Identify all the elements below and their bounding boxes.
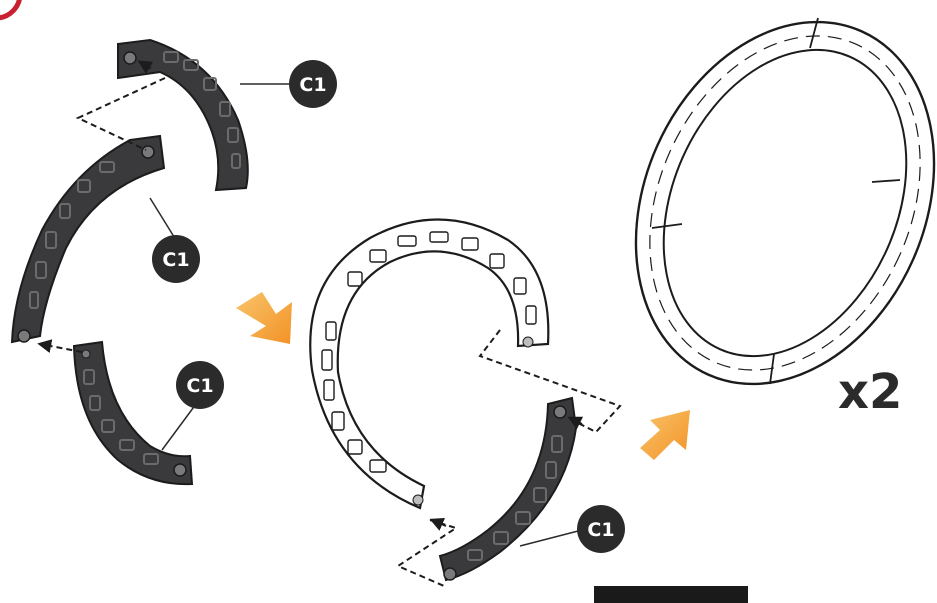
quantity-label: x2: [838, 364, 902, 420]
callout-c1-bottom: C1: [162, 361, 224, 450]
bottom-bar: [594, 586, 748, 603]
callout-label: C1: [162, 249, 189, 271]
step-badge: [0, 0, 20, 18]
orange-arrow-left: [236, 292, 292, 344]
orange-arrow-right: [640, 410, 690, 460]
callout-label: C1: [299, 74, 326, 96]
callout-c1-top: C1: [240, 60, 337, 108]
dark-segment-middle: [12, 136, 164, 342]
dark-segment-right: [440, 398, 576, 580]
callout-label: C1: [186, 375, 213, 397]
callout-label: C1: [587, 519, 614, 541]
dark-segment-bottom: [74, 342, 192, 484]
callout-c1-middle: C1: [150, 198, 200, 283]
white-partial-ring: [310, 219, 548, 508]
